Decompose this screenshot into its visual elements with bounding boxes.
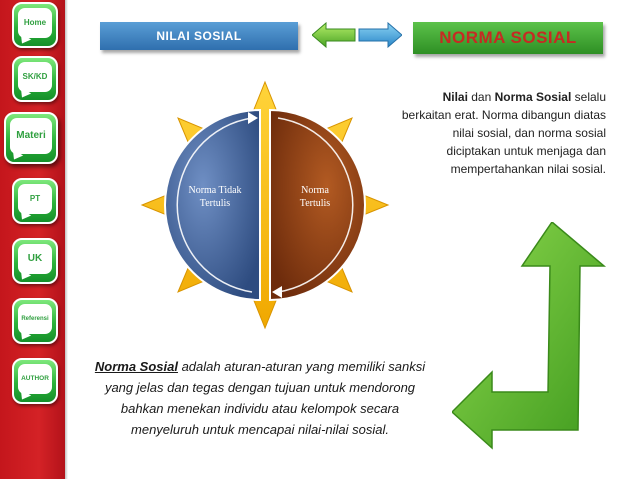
author-button[interactable]: AUTHOR (12, 358, 58, 404)
left-label-line1: Norma Tidak (188, 185, 242, 196)
referensi-label: Referensi (21, 316, 49, 322)
right-label-line1: Norma (301, 185, 329, 196)
definition-rest: adalah aturan-aturan yang memiliki sanks… (104, 359, 426, 437)
cycle-arrow-top-icon (248, 112, 258, 124)
norma-diagram: Norma Tidak Tertulis Norma Tertulis (140, 80, 390, 335)
author-label: AUTHOR (21, 374, 49, 382)
arrow-left-icon[interactable] (312, 22, 356, 48)
uk-button[interactable]: UK (12, 238, 58, 284)
norma-tertulis-label: Norma Tertulis (275, 184, 355, 210)
sidebar: Home SK/KD Materi PT UK Referensi AUTHOR (0, 0, 68, 479)
text-dan: dan (467, 90, 495, 104)
bent-arrow-icon (452, 222, 607, 450)
term-norma-sosial-bottom: Norma Sosial (94, 359, 178, 374)
left-label-line2: Tertulis (199, 198, 231, 209)
term-norma-sosial: Norma Sosial (494, 90, 572, 104)
term-nilai: Nilai (442, 90, 468, 104)
norma-tidak-tertulis-half (164, 108, 261, 302)
nilai-sosial-tab[interactable]: NILAI SOSIAL (100, 22, 298, 50)
arrow-right-icon[interactable] (358, 22, 402, 48)
norma-sosial-tab[interactable]: NORMA SOSIAL (413, 22, 603, 54)
uk-label: UK (27, 253, 43, 264)
cycle-arrow-bottom-icon (272, 286, 282, 298)
norma-tidak-tertulis-label: Norma Tidak Tertulis (175, 184, 255, 210)
right-label-line2: Tertulis (299, 198, 331, 209)
pt-button[interactable]: PT (12, 178, 58, 224)
pt-label: PT (29, 194, 41, 203)
sk-kd-label: SK/KD (22, 72, 48, 81)
description-rest: selalu berkaitan erat. Norma dibangun di… (401, 90, 606, 176)
nilai-norma-description: Nilai dan Norma Sosial selalu berkaitan … (400, 88, 606, 178)
star-cycle-graphic (140, 80, 390, 330)
materi-label: Materi (16, 130, 46, 141)
materi-button[interactable]: Materi (4, 112, 58, 164)
nilai-sosial-tab-label: NILAI SOSIAL (156, 29, 242, 43)
home-label: Home (23, 18, 47, 27)
norma-tertulis-half (269, 108, 366, 302)
norma-sosial-tab-label: NORMA SOSIAL (439, 28, 577, 47)
norma-sosial-definition: Norma Sosial adalah aturan-aturan yang m… (90, 356, 430, 440)
home-button[interactable]: Home (12, 2, 58, 48)
sk-kd-button[interactable]: SK/KD (12, 56, 58, 102)
referensi-button[interactable]: Referensi (12, 298, 58, 344)
